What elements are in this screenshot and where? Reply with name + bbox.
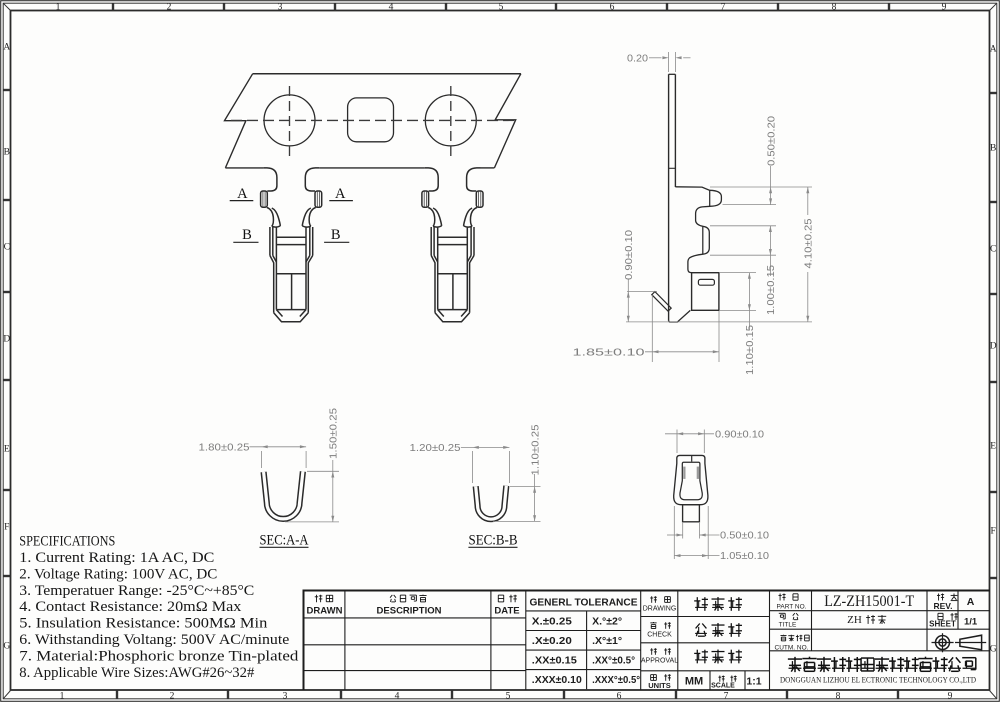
svg-text:G: G <box>3 642 10 652</box>
svg-text:C: C <box>4 243 10 253</box>
svg-text:1/1: 1/1 <box>964 616 978 627</box>
svg-text:DRAWING: DRAWING <box>643 606 677 613</box>
svg-text:9: 9 <box>942 2 947 12</box>
svg-text:DESCRIPTION: DESCRIPTION <box>377 606 442 617</box>
svg-text:1: 1 <box>56 2 61 12</box>
svg-text:D: D <box>990 342 997 352</box>
svg-text:REV.: REV. <box>933 601 952 611</box>
svg-text:D: D <box>3 335 10 345</box>
svg-text:E: E <box>4 445 10 455</box>
svg-text:3. Temperatuer Range: -25°C~+8: 3. Temperatuer Range: -25°C~+85°C <box>19 583 254 599</box>
svg-text:UNITS: UNITS <box>648 681 671 690</box>
svg-text:LZ-ZH15001-T: LZ-ZH15001-T <box>824 593 914 610</box>
svg-text:7. Material:Phosphoric bronze: 7. Material:Phosphoric bronze Tin-plated <box>19 648 299 664</box>
svg-text:1.10±0.25: 1.10±0.25 <box>529 424 541 475</box>
svg-text:2: 2 <box>170 691 175 701</box>
svg-text:.XX°±0.5°: .XX°±0.5° <box>592 656 635 667</box>
svg-text:CUTM. NO.: CUTM. NO. <box>775 645 809 652</box>
svg-text:SCALE: SCALE <box>711 683 735 690</box>
svg-text:CHECK: CHECK <box>647 632 672 639</box>
svg-text:8: 8 <box>836 691 841 701</box>
svg-text:4.10±0.25: 4.10±0.25 <box>803 218 815 268</box>
svg-text:1.05±0.10: 1.05±0.10 <box>720 550 769 562</box>
svg-text:G: G <box>990 645 997 655</box>
svg-text:GENERL TOLERANCE: GENERL TOLERANCE <box>530 597 638 609</box>
svg-text:DATE: DATE <box>494 606 519 617</box>
svg-text:B: B <box>331 227 341 243</box>
svg-text:.XXX±0.10: .XXX±0.10 <box>532 675 582 686</box>
svg-text:4: 4 <box>395 691 400 701</box>
svg-text:A: A <box>335 186 346 202</box>
svg-text:4: 4 <box>389 2 394 12</box>
svg-text:ZH: ZH <box>847 614 862 626</box>
svg-text:1.20±0.25: 1.20±0.25 <box>410 442 461 454</box>
svg-text:DONGGUAN LIZHOU EL ECTRONIC TE: DONGGUAN LIZHOU EL ECTRONIC TECHNOLOGY C… <box>780 675 976 684</box>
svg-text:1. Current Rating: 1A AC, DC: 1. Current Rating: 1A AC, DC <box>19 550 214 566</box>
svg-text:0.20: 0.20 <box>627 52 648 64</box>
svg-text:F: F <box>4 523 9 533</box>
svg-text:1.85±0.10: 1.85±0.10 <box>573 346 645 358</box>
svg-text:SEC:A-A: SEC:A-A <box>260 533 309 549</box>
svg-text:SEC:B-B: SEC:B-B <box>469 533 518 549</box>
svg-text:X.±0.25: X.±0.25 <box>532 616 573 627</box>
svg-text:8. Applicable Wire Sizes:AWG#2: 8. Applicable Wire Sizes:AWG#26~32# <box>19 665 254 681</box>
svg-text:.X°±1°: .X°±1° <box>592 636 622 647</box>
svg-text:.XXX°±0.5°: .XXX°±0.5° <box>592 675 640 686</box>
svg-text:DRAWN: DRAWN <box>307 606 343 617</box>
svg-text:5: 5 <box>499 2 504 12</box>
svg-text:MM: MM <box>685 676 703 688</box>
svg-text:3: 3 <box>283 691 288 701</box>
svg-text:2: 2 <box>167 2 172 12</box>
svg-text:B: B <box>242 227 252 243</box>
svg-text:B: B <box>990 144 996 154</box>
svg-text:SPECIFICATIONS: SPECIFICATIONS <box>19 533 115 549</box>
svg-text:A: A <box>3 43 10 53</box>
svg-text:1: 1 <box>60 691 65 701</box>
svg-text:1.10±0.15: 1.10±0.15 <box>744 325 756 375</box>
svg-text:SHEET: SHEET <box>929 619 956 628</box>
svg-text:PART NO.: PART NO. <box>777 604 807 611</box>
svg-text:1:1: 1:1 <box>746 675 761 687</box>
svg-text:A: A <box>237 186 248 202</box>
svg-text:C: C <box>990 245 996 255</box>
svg-text:5. Insulation Resistance: 500M: 5. Insulation Resistance: 500MΩ Min <box>19 616 268 632</box>
svg-text:1.50±0.25: 1.50±0.25 <box>328 408 340 459</box>
svg-text:5: 5 <box>506 691 511 701</box>
svg-text:0.50±0.10: 0.50±0.10 <box>720 530 769 542</box>
svg-text:7: 7 <box>724 691 729 701</box>
svg-text:6: 6 <box>610 2 615 12</box>
svg-text:B: B <box>4 148 10 158</box>
svg-text:6. Withstanding Voltang: 500V: 6. Withstanding Voltang: 500V AC/minute <box>19 632 289 648</box>
svg-text:APPROVAL: APPROVAL <box>641 658 678 665</box>
svg-text:0.50±0.20: 0.50±0.20 <box>765 116 777 166</box>
svg-text:9: 9 <box>948 691 953 701</box>
svg-text:7: 7 <box>721 2 726 12</box>
svg-text:4. Contact Resistance: 20mΩ Ma: 4. Contact Resistance: 20mΩ Max <box>19 599 242 615</box>
svg-text:3: 3 <box>278 2 283 12</box>
svg-text:.XX±0.15: .XX±0.15 <box>532 656 577 667</box>
svg-text:A: A <box>990 45 997 55</box>
svg-text:X.°±2°: X.°±2° <box>592 616 622 627</box>
svg-text:6: 6 <box>617 691 622 701</box>
svg-text:1.00±0.15: 1.00±0.15 <box>765 265 777 315</box>
svg-text:8: 8 <box>832 2 837 12</box>
svg-text:TITLE: TITLE <box>779 621 797 628</box>
svg-text:0.90±0.10: 0.90±0.10 <box>623 230 635 280</box>
svg-text:.X±0.20: .X±0.20 <box>532 636 573 647</box>
svg-text:2. Voltage Rating: 100V AC, DC: 2. Voltage Rating: 100V AC, DC <box>19 566 217 582</box>
svg-text:0.90±0.10: 0.90±0.10 <box>715 428 764 440</box>
svg-text:E: E <box>990 442 996 452</box>
svg-text:F: F <box>991 527 996 537</box>
svg-text:A: A <box>967 596 975 608</box>
svg-text:1.80±0.25: 1.80±0.25 <box>199 441 250 453</box>
